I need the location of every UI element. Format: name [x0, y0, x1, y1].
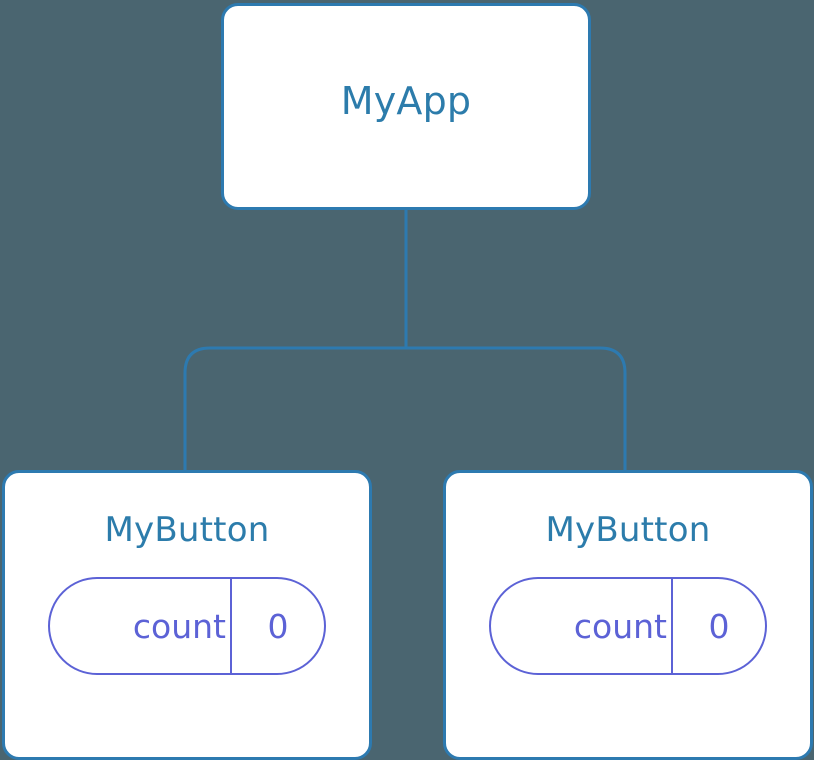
- component-node-label: MyButton: [104, 510, 270, 550]
- component-node-myapp[interactable]: MyApp: [221, 3, 591, 210]
- tree-connectors: [183, 209, 627, 472]
- state-value: 0: [230, 579, 324, 673]
- component-node-mybutton-2[interactable]: MyButton count 0: [443, 470, 813, 760]
- component-tree-canvas: MyApp MyButton count 0 MyButton count 0: [2, 3, 813, 760]
- state-pill[interactable]: count 0: [48, 577, 326, 675]
- edge-branch-to-child-right: [406, 346, 627, 472]
- state-pill[interactable]: count 0: [489, 577, 767, 675]
- edge-branch-to-child-left: [183, 346, 406, 472]
- component-node-label: MyButton: [545, 510, 711, 550]
- state-key: count: [132, 606, 226, 646]
- component-node-mybutton-1[interactable]: MyButton count 0: [2, 470, 372, 760]
- component-node-label: MyApp: [340, 79, 472, 123]
- state-value: 0: [671, 579, 765, 673]
- state-key: count: [573, 606, 667, 646]
